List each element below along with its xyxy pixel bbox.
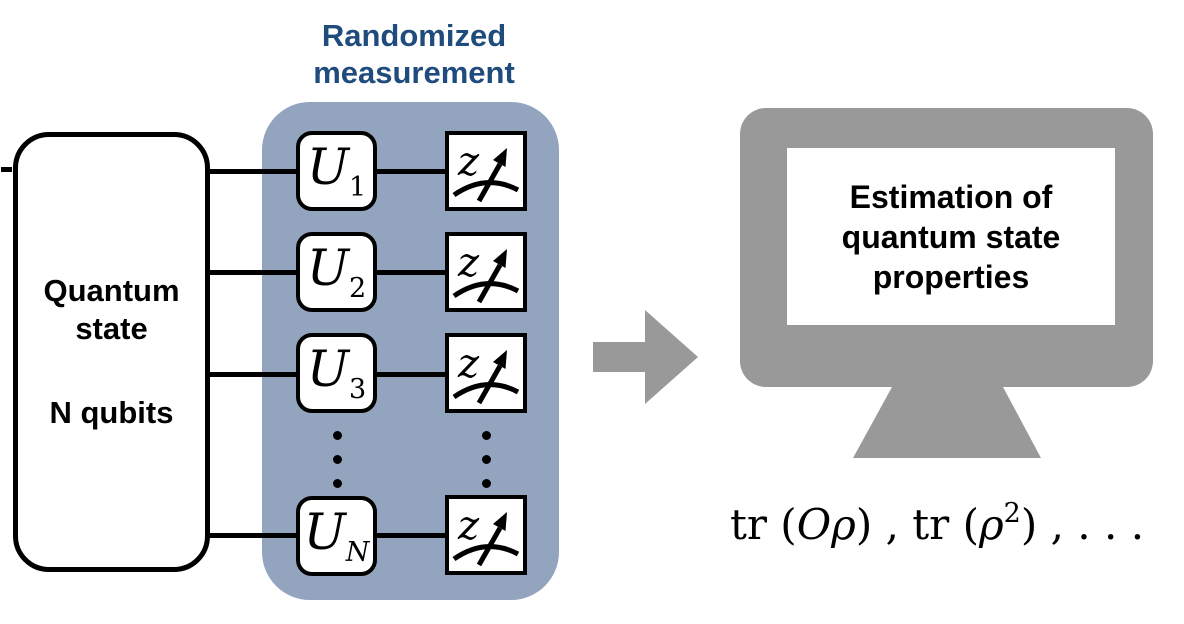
unitary-label-1: U1 [306,137,367,203]
svg-text:z: z [457,503,480,549]
unitary-box-3: U3 [296,333,377,413]
meter-icon: z [452,503,520,567]
right-arrow-icon [593,310,698,404]
wire-stub [1,167,12,172]
meter-icon: z [452,341,520,405]
qubit-wire-4a [204,533,300,538]
z-measurement-box-1: z [445,131,527,211]
svg-text:z: z [457,139,480,185]
svg-text:z: z [457,240,480,286]
qubit-wire-1a [204,169,300,174]
z-measurement-box-3: z [445,333,527,413]
ellipsis-dot [333,431,342,440]
quantum-state-label: Quantum state [43,273,180,346]
ellipsis-dot [333,479,342,488]
qubit-wire-3a [204,372,300,377]
z-measurement-box-2: z [445,232,527,312]
ellipsis-dot [333,455,342,464]
ellipsis-dot [482,431,491,440]
z-measurement-box-n: z [445,495,527,575]
monitor-screen: Estimation of quantum state properties [787,148,1115,325]
qubit-wire-1b [373,169,449,174]
panel-title: Randomized measurement [313,18,515,90]
qubit-wire-2b [373,270,449,275]
unitary-label-2: U2 [306,238,367,304]
unitary-box-1: U1 [296,131,377,211]
monitor-stand [853,387,1041,458]
meter-icon: z [452,240,520,304]
ellipsis-dot [482,479,491,488]
unitary-box-n: UN [296,496,377,576]
quantum-state-box: Quantum state N qubits [13,132,210,572]
qubit-wire-4b [373,533,449,538]
qubit-wire-2a [204,270,300,275]
ellipsis-dot [482,455,491,464]
unitary-label-3: U3 [306,339,367,405]
estimation-label: Estimation of quantum state properties [841,178,1061,295]
unitary-label-n: UN [303,502,370,568]
qubit-wire-3b [373,372,449,377]
svg-text:z: z [457,341,480,387]
meter-icon: z [452,139,520,203]
n-qubits-label: N qubits [49,395,174,430]
unitary-box-2: U2 [296,232,377,312]
trace-formula: tr (Oρ) , tr (ρ2) , . . . [730,498,1145,549]
